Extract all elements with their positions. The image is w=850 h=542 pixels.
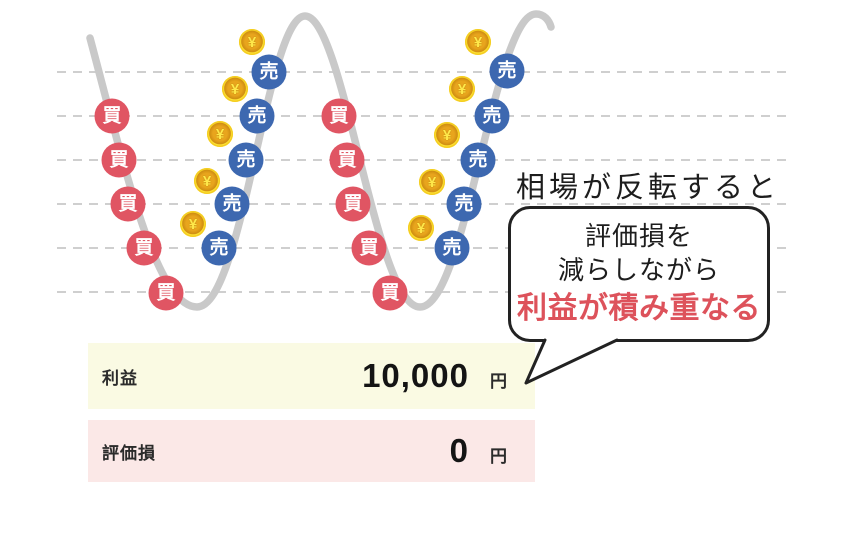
bubble-line-2: 減らしながら [557,254,720,285]
profit-value: 10,000 [362,357,469,394]
valuation-loss-amount: 0 円 [450,432,507,470]
bubble-line-1: 評価損を [584,220,693,251]
valuation-loss-unit: 円 [490,447,507,466]
profit-label: 利益 [102,368,138,388]
profit-unit: 円 [490,372,507,391]
profit-amount: 10,000 円 [362,357,507,395]
profit-row: 利益 10,000 円 [88,343,535,409]
valuation-loss-row: 評価損 0 円 [88,420,535,482]
valuation-loss-label: 評価損 [102,443,156,463]
market-reversal-caption: 相場が反転すると [516,172,781,204]
speech-bubble: 評価損を 減らしながら 利益が積み重なる [508,206,770,342]
bubble-line-3-highlight: 利益が積み重なる [517,292,761,326]
valuation-loss-value: 0 [449,432,469,469]
